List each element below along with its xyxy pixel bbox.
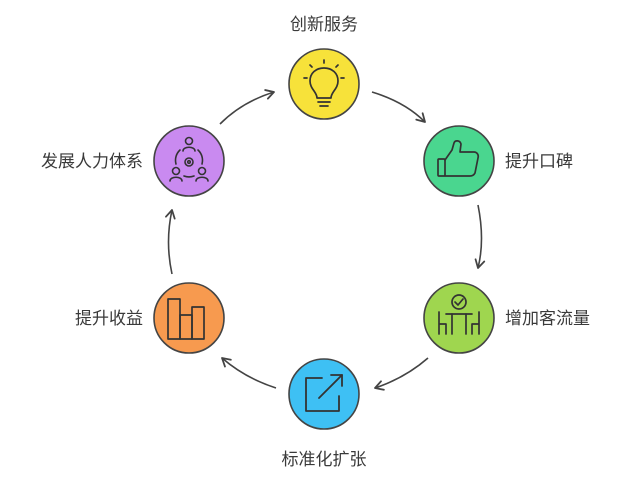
arrow-talent-to-innovate (219, 89, 275, 125)
bar-chart-icon (167, 298, 205, 340)
arrow-reputation-to-traffic (474, 204, 486, 269)
arrow-standardize-to-revenue (221, 357, 277, 389)
expand-arrow-icon (305, 374, 343, 412)
node-revenue-label: 提升收益 (75, 309, 143, 329)
node-innovate-label: 创新服务 (290, 15, 358, 35)
node-reputation-label: 提升口碑 (505, 152, 573, 172)
arrow-revenue-to-talent (165, 209, 176, 275)
node-talent: 发展人力体系 (41, 125, 225, 197)
node-traffic: 增加客流量 (423, 282, 590, 354)
node-standardize-label: 标准化扩张 (282, 450, 367, 470)
node-reputation-circle (423, 125, 495, 197)
arrow-traffic-to-standardize (374, 357, 429, 391)
dining-table-icon (438, 294, 480, 335)
node-standardize: 标准化扩张 (282, 358, 367, 470)
node-traffic-circle (423, 282, 495, 354)
lightbulb-icon (303, 59, 345, 107)
thumbs-up-icon (437, 140, 480, 177)
node-revenue: 提升收益 (75, 282, 225, 354)
node-traffic-label: 增加客流量 (505, 309, 590, 329)
node-innovate: 创新服务 (288, 15, 360, 120)
node-talent-label: 发展人力体系 (41, 152, 143, 172)
team-icon (169, 136, 209, 182)
node-reputation: 提升口碑 (423, 125, 573, 197)
arrow-innovate-to-reputation (371, 91, 426, 123)
node-revenue-circle (153, 282, 225, 354)
node-innovate-circle (288, 48, 360, 120)
